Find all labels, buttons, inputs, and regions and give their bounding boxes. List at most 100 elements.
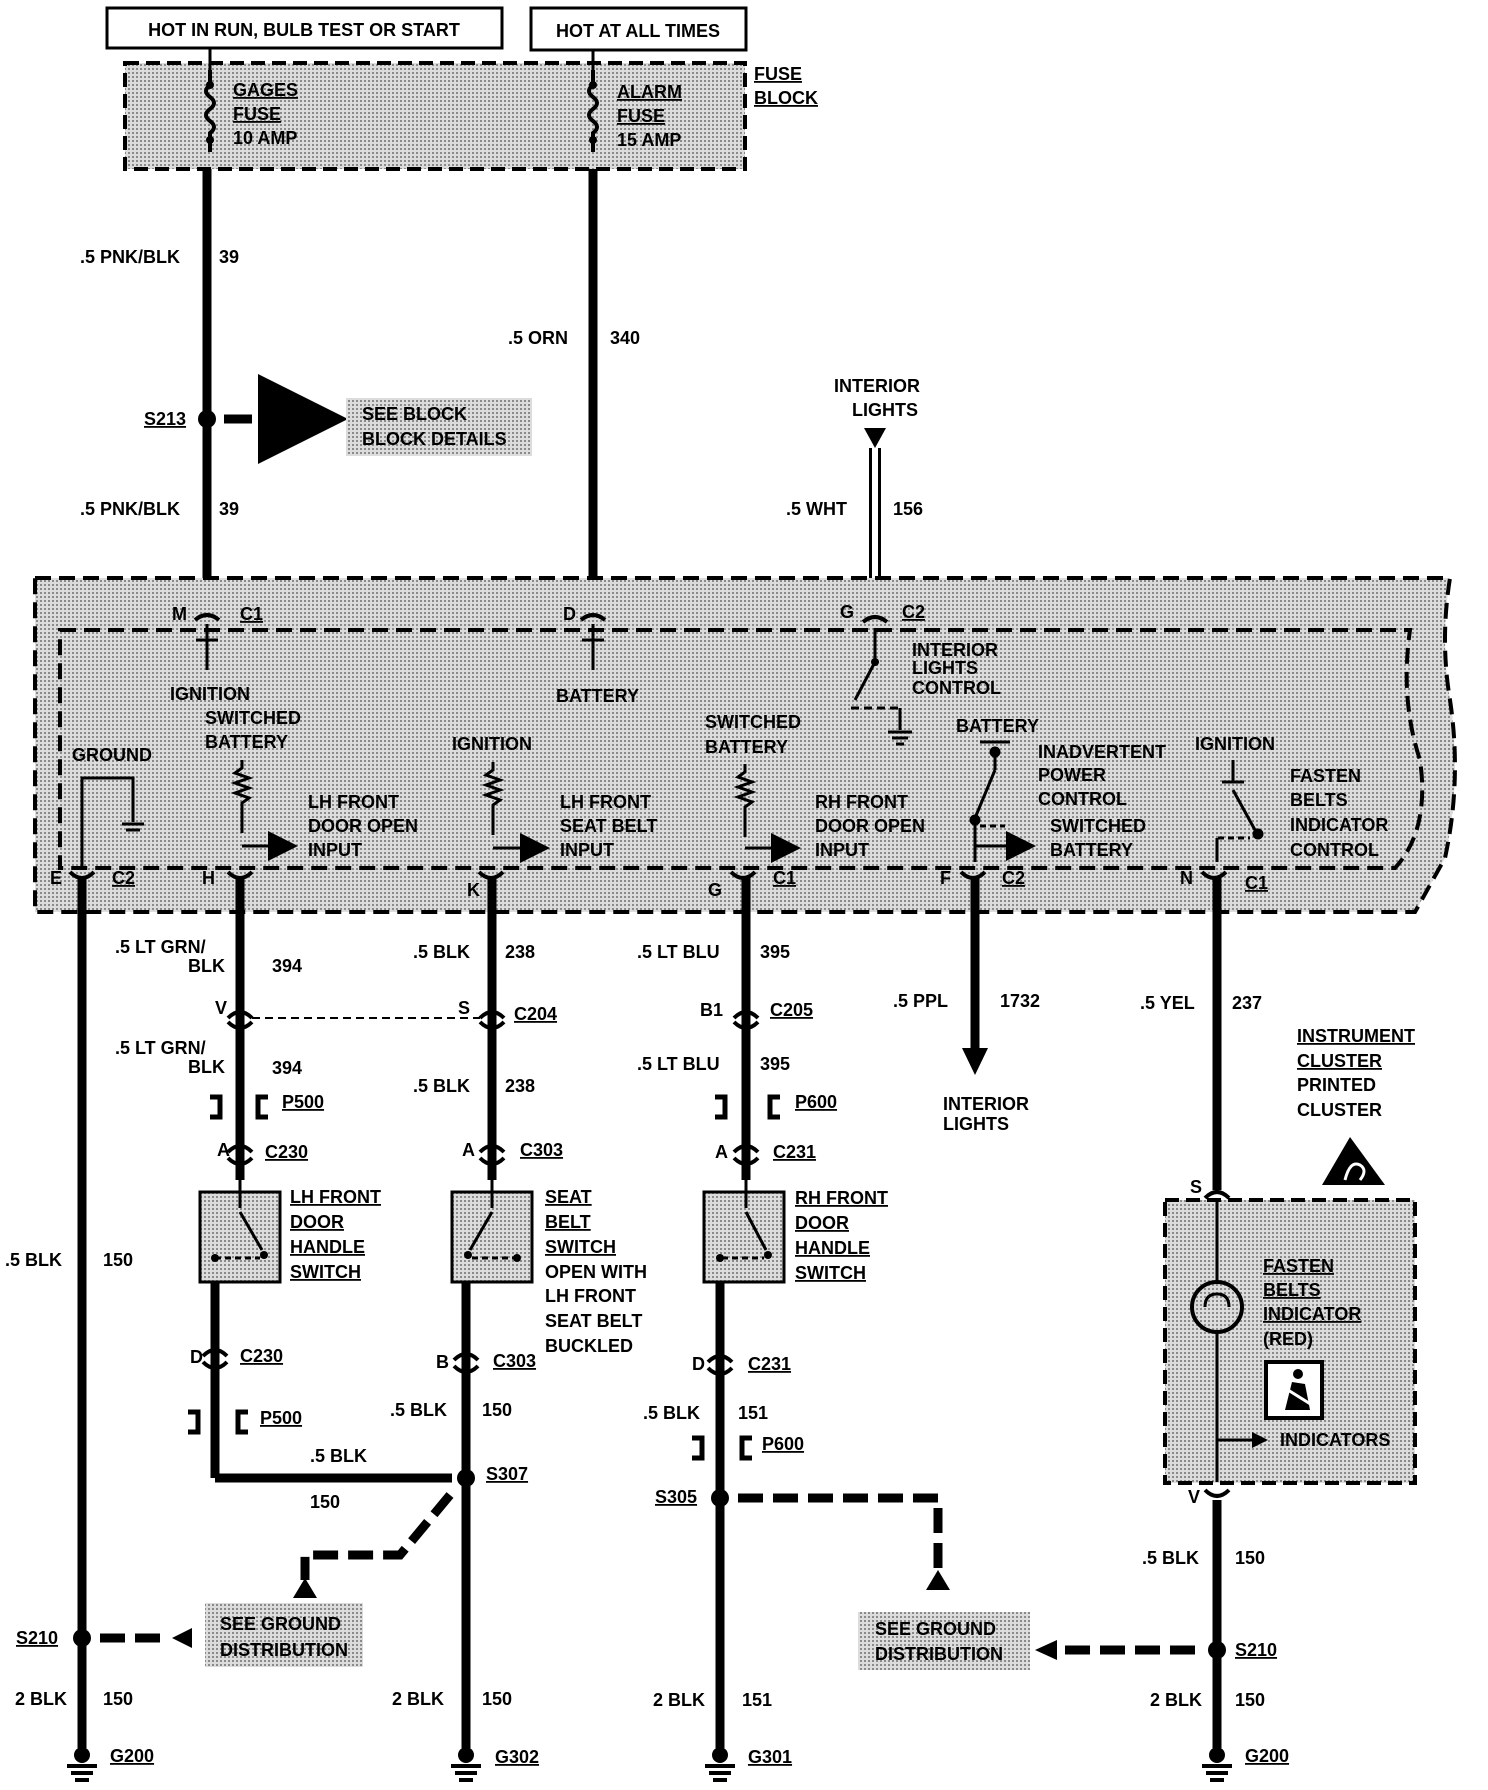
label-fuse-block-title-line2: BLOCK (754, 88, 818, 108)
label-wires-w395-b-circuit: 395 (760, 1054, 790, 1074)
label-wires-w340-size-color: .5 ORN (508, 328, 568, 348)
gages-fuse: GAGES FUSE 10 AMP (204, 70, 298, 152)
label-connectors-cluster-v: V (1188, 1487, 1200, 1507)
label-references-interior-lights-top-1: LIGHTS (852, 400, 918, 420)
label-module-pins-D: D (563, 604, 576, 624)
label-connectors-c230-bot: C230 (240, 1346, 283, 1366)
connector-brackets (188, 1094, 780, 1461)
label-module-pins-G-bot: G (708, 880, 722, 900)
label-module-labels-lh-seat-input-2: INPUT (560, 840, 614, 860)
label-module-pins-K: K (467, 880, 480, 900)
label-connectors-c230-top: C230 (265, 1142, 308, 1162)
label-switches-rh-door-0: RH FRONT (795, 1188, 888, 1208)
label-connectors-p500-bot: P500 (260, 1408, 302, 1428)
label-module-labels-fasten-belts-control-0: FASTEN (1290, 766, 1361, 786)
label-module-labels-ignition-3: IGNITION (1195, 734, 1275, 754)
label-wires-w395-a-circuit: 395 (760, 942, 790, 962)
label-module-pins-H: H (202, 868, 215, 888)
label-switches-lh-door-0: LH FRONT (290, 1187, 381, 1207)
label-connectors-c303-top-pin: A (462, 1140, 475, 1160)
battery-feed-header: HOT AT ALL TIMES (529, 6, 748, 52)
label-wires-g-left-size-color: 2 BLK (15, 1689, 67, 1709)
label-module-labels-switched-battery-2-1: BATTERY (705, 737, 788, 757)
label-module-labels-switched-battery-1-0: SWITCHED (205, 708, 301, 728)
label-connectors-cluster-s: S (1190, 1177, 1202, 1197)
label-wires-w39-b-size-color: .5 PNK/BLK (80, 499, 180, 519)
label-splices-s210-left: S210 (16, 1628, 58, 1648)
label-connectors-p600-top: P600 (795, 1092, 837, 1112)
label-splices-s305: S305 (655, 1487, 697, 1507)
label-wires-w394-b-circuit: 394 (272, 1058, 302, 1078)
label-cluster-indicator-1: BELTS (1263, 1280, 1321, 1300)
label-connectors-p600-bot: P600 (762, 1434, 804, 1454)
label-connectors-c205: C205 (770, 1000, 813, 1020)
label-module-labels-rh-door-input-0: RH FRONT (815, 792, 908, 812)
label-cluster-indicator-0: FASTEN (1263, 1256, 1334, 1276)
label-wires-g-right-circuit: 150 (1235, 1690, 1265, 1710)
label-switches-seat-belt-note-2: SEAT BELT (545, 1311, 642, 1331)
interior-lights-control-switch (851, 628, 912, 746)
label-switches-rh-door-3: SWITCH (795, 1263, 866, 1283)
label-connectors-c303-top: C303 (520, 1140, 563, 1160)
label-module-labels-fasten-belts-control-3: CONTROL (1290, 840, 1379, 860)
label-module-labels-switched-battery-2-0: SWITCHED (705, 712, 801, 732)
label-cluster-title-0: INSTRUMENT (1297, 1026, 1415, 1046)
label-wires-w237-circuit: 237 (1232, 993, 1262, 1013)
label-wires-w238-a-circuit: 238 (505, 942, 535, 962)
label-module-labels-battery-top: BATTERY (556, 686, 639, 706)
label-module-labels-switched-battery-3-1: BATTERY (1050, 840, 1133, 860)
label-wires-w150-join-size-color: .5 BLK (310, 1446, 367, 1466)
label-module-labels-fasten-belts-control-2: INDICATOR (1290, 815, 1388, 835)
label-module-connectors-c2-top: C2 (902, 602, 925, 622)
label-module-labels-ignition-top: IGNITION (170, 684, 250, 704)
splice-s210-right (1208, 1641, 1226, 1659)
label-module-labels-interior-lights-control-2: CONTROL (912, 678, 1001, 698)
splice-s305 (711, 1489, 729, 1507)
label-grounds-g200-left: G200 (110, 1746, 154, 1766)
label-module-connectors-c1-top: C1 (240, 604, 263, 624)
label-module-pins-G-top: G (840, 602, 854, 622)
label-wires-w39-b-circuit: 39 (219, 499, 239, 519)
run-feed-header: HOT IN RUN, BULB TEST OR START (105, 6, 504, 50)
label-module-pins-E: E (50, 868, 62, 888)
splice-s210-left (73, 1629, 91, 1647)
label-connectors-c231-bot-pin: D (692, 1354, 705, 1374)
label-module-pins-M: M (172, 604, 187, 624)
label-module-pins-N: N (1180, 868, 1193, 888)
label-cluster-title-3: CLUSTER (1297, 1100, 1382, 1120)
label-cluster-title-1: CLUSTER (1297, 1051, 1382, 1071)
interior-lights-input-arrow (864, 428, 886, 448)
label-wires-w394-a-circuit: 394 (272, 956, 302, 976)
label-grounds-g200-right: G200 (1245, 1746, 1289, 1766)
label-wires-w39-a-size-color: .5 PNK/BLK (80, 247, 180, 267)
instrument-cluster (1163, 1198, 1417, 1485)
label-fuse-block-gages-fuse-0: GAGES (233, 80, 298, 100)
label-wires-w238-a-size-color: .5 BLK (413, 942, 470, 962)
label-references-block-details-0: SEE BLOCK (362, 404, 467, 424)
label-module-labels-switched-battery-1-1: BATTERY (205, 732, 288, 752)
label-wires-w39-a-circuit: 39 (219, 247, 239, 267)
label-wires-w150-right-size-color: .5 BLK (1142, 1548, 1199, 1568)
label-switches-rh-door-1: DOOR (795, 1213, 849, 1233)
label-wires-w150-seat-circuit: 150 (482, 1400, 512, 1420)
label-wires-w150-seat-size-color: .5 BLK (390, 1400, 447, 1420)
label-module-pins-F: F (940, 868, 951, 888)
fasten-belts-control-switch (1215, 760, 1264, 862)
label-wires-w156-size-color: .5 WHT (786, 499, 847, 519)
label-switches-lh-door-2: HANDLE (290, 1237, 365, 1257)
label-connectors-c231-bot: C231 (748, 1354, 791, 1374)
label-module-labels-lh-door-input-1: DOOR OPEN (308, 816, 418, 836)
label-wires-w237-size-color: .5 YEL (1140, 993, 1195, 1013)
label-module-labels-lh-seat-input-0: LH FRONT (560, 792, 651, 812)
label-headers-run-feed: HOT IN RUN, BULB TEST OR START (148, 20, 460, 40)
label-module-labels-battery-3: BATTERY (956, 716, 1039, 736)
label-connectors-c231-top: C231 (773, 1142, 816, 1162)
label-module-labels-inadvertent-0: INADVERTENT (1038, 742, 1166, 762)
label-connectors-c230-bot-pin: D (190, 1347, 203, 1367)
label-module-labels-lh-seat-input-1: SEAT BELT (560, 816, 657, 836)
label-wires-w150-right-circuit: 150 (1235, 1548, 1265, 1568)
label-splices-s307: S307 (486, 1464, 528, 1484)
lh-door-handle-switch (198, 1180, 282, 1284)
label-cluster-indicator-2: INDICATOR (1263, 1304, 1361, 1324)
